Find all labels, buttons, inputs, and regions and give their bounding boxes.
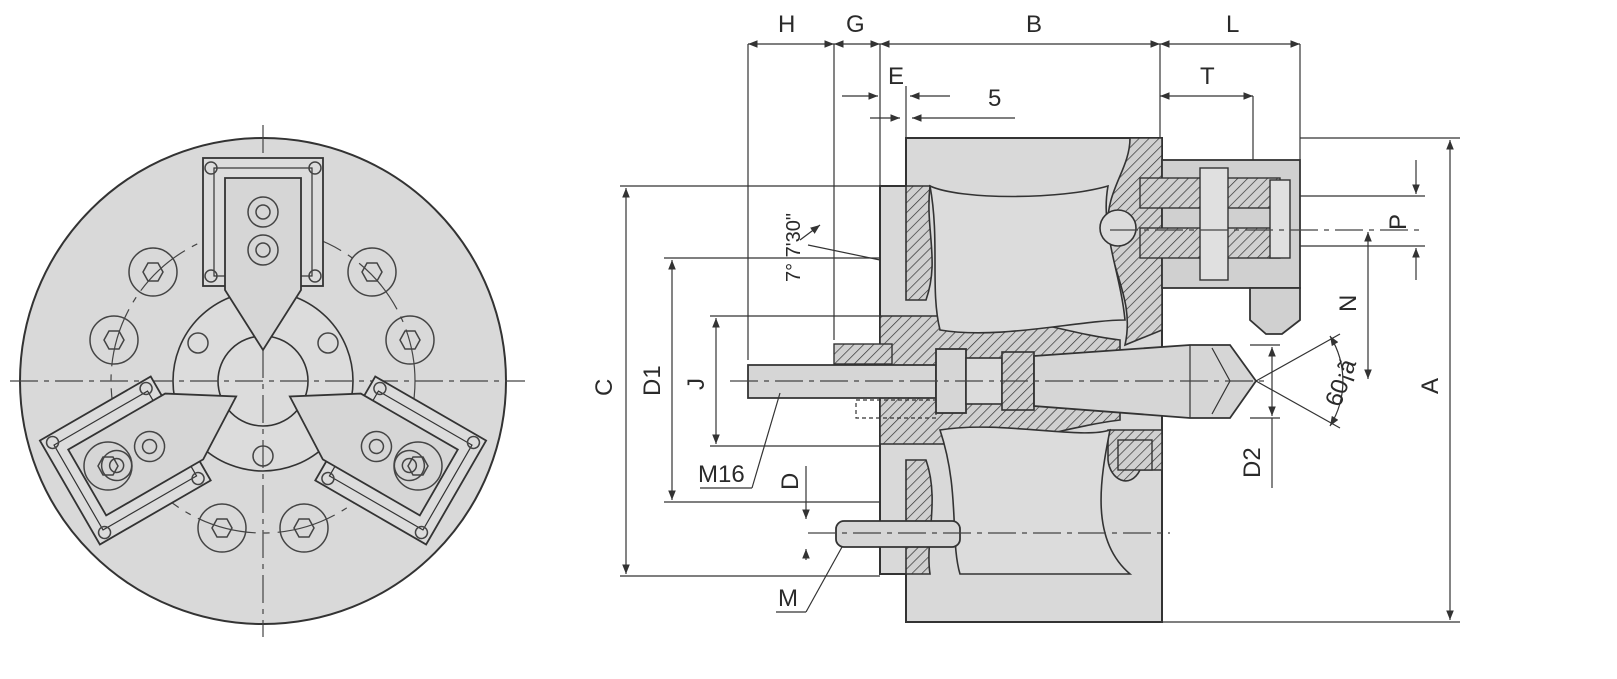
flange-ring	[833, 343, 893, 365]
label-N: N	[1335, 295, 1362, 312]
label-M16: M16	[698, 461, 745, 488]
label-G: G	[846, 11, 865, 38]
section-view	[730, 137, 1420, 623]
label-J: J	[683, 378, 710, 390]
cavity-upper	[928, 184, 1126, 334]
label-E: E	[888, 63, 904, 90]
side-clamp-assembly	[1099, 159, 1301, 335]
bottom-pin	[835, 520, 961, 548]
label-D2: D2	[1239, 447, 1266, 478]
label-D: D	[777, 473, 804, 490]
dimension-labels: H G B L E 5 T P N A C D1 J 7° 7'30" M16 …	[591, 11, 1444, 612]
label-M: M	[778, 585, 798, 612]
label-A: A	[1417, 378, 1444, 394]
label-T: T	[1200, 63, 1215, 90]
label-L: L	[1226, 11, 1239, 38]
label-D1: D1	[639, 365, 666, 396]
label-5: 5	[988, 85, 1001, 112]
dimension-lines	[620, 40, 1460, 623]
jaw-top	[202, 157, 324, 352]
hatch-lower-wall	[905, 459, 933, 575]
jaw-lower-left	[288, 375, 488, 546]
label-C: C	[591, 379, 618, 396]
cavity-lower	[938, 426, 1133, 575]
label-angle: 7° 7'30"	[783, 213, 805, 282]
label-P: P	[1385, 214, 1412, 230]
front-view	[10, 125, 525, 637]
hatch-upper-wall	[905, 185, 933, 301]
label-H: H	[778, 11, 795, 38]
set-screw	[1117, 439, 1153, 471]
jaw-lower-right	[38, 375, 238, 546]
mounting-bolt-holes	[83, 247, 443, 553]
label-B: B	[1026, 11, 1042, 38]
label-cone-angle: 60¡ã	[1320, 355, 1362, 410]
